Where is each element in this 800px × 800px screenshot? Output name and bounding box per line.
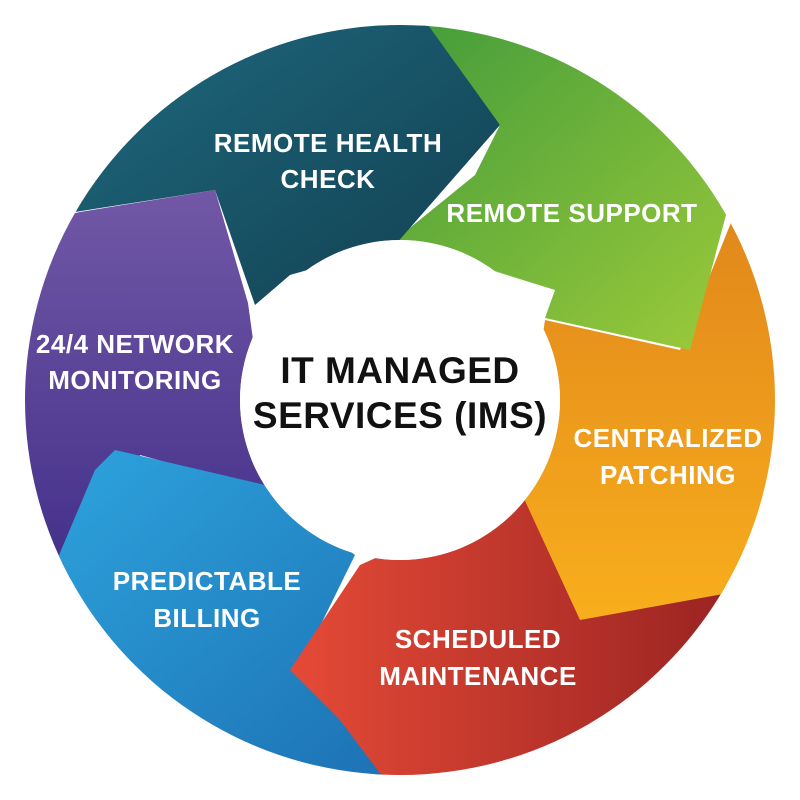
label-centralized-patching-line-2: PATCHING [600,460,736,490]
label-network-monitoring-line-1: 24/4 NETWORK [36,329,234,359]
label-centralized-patching-line-1: CENTRALIZED [574,423,763,453]
label-remote-health-check-line-2: CHECK [281,164,376,194]
center-hub [240,240,560,560]
label-predictable-billing-line-1: PREDICTABLE [113,566,301,596]
segment-network-monitoring [24,190,275,600]
segment-remote-support [395,25,775,350]
label-remote-health-check-line-1: REMOTE HEALTH [214,128,442,158]
label-remote-support-line-1: REMOTE SUPPORT [446,198,697,228]
label-scheduled-maintenance-line-2: MAINTENANCE [379,661,577,691]
center-title-line-1: IT MANAGED [280,350,519,391]
segment-centralized-patching [520,200,775,620]
segment-labels: REMOTE HEALTH CHECK REMOTE SUPPORT CENTRALI… [36,128,763,691]
label-scheduled-maintenance-line-1: SCHEDULED [395,624,561,654]
label-predictable-billing-line-2: BILLING [153,603,261,633]
center-title-line-2: SERVICES (IMS) [253,395,547,436]
label-network-monitoring-line-2: MONITORING [48,365,222,395]
